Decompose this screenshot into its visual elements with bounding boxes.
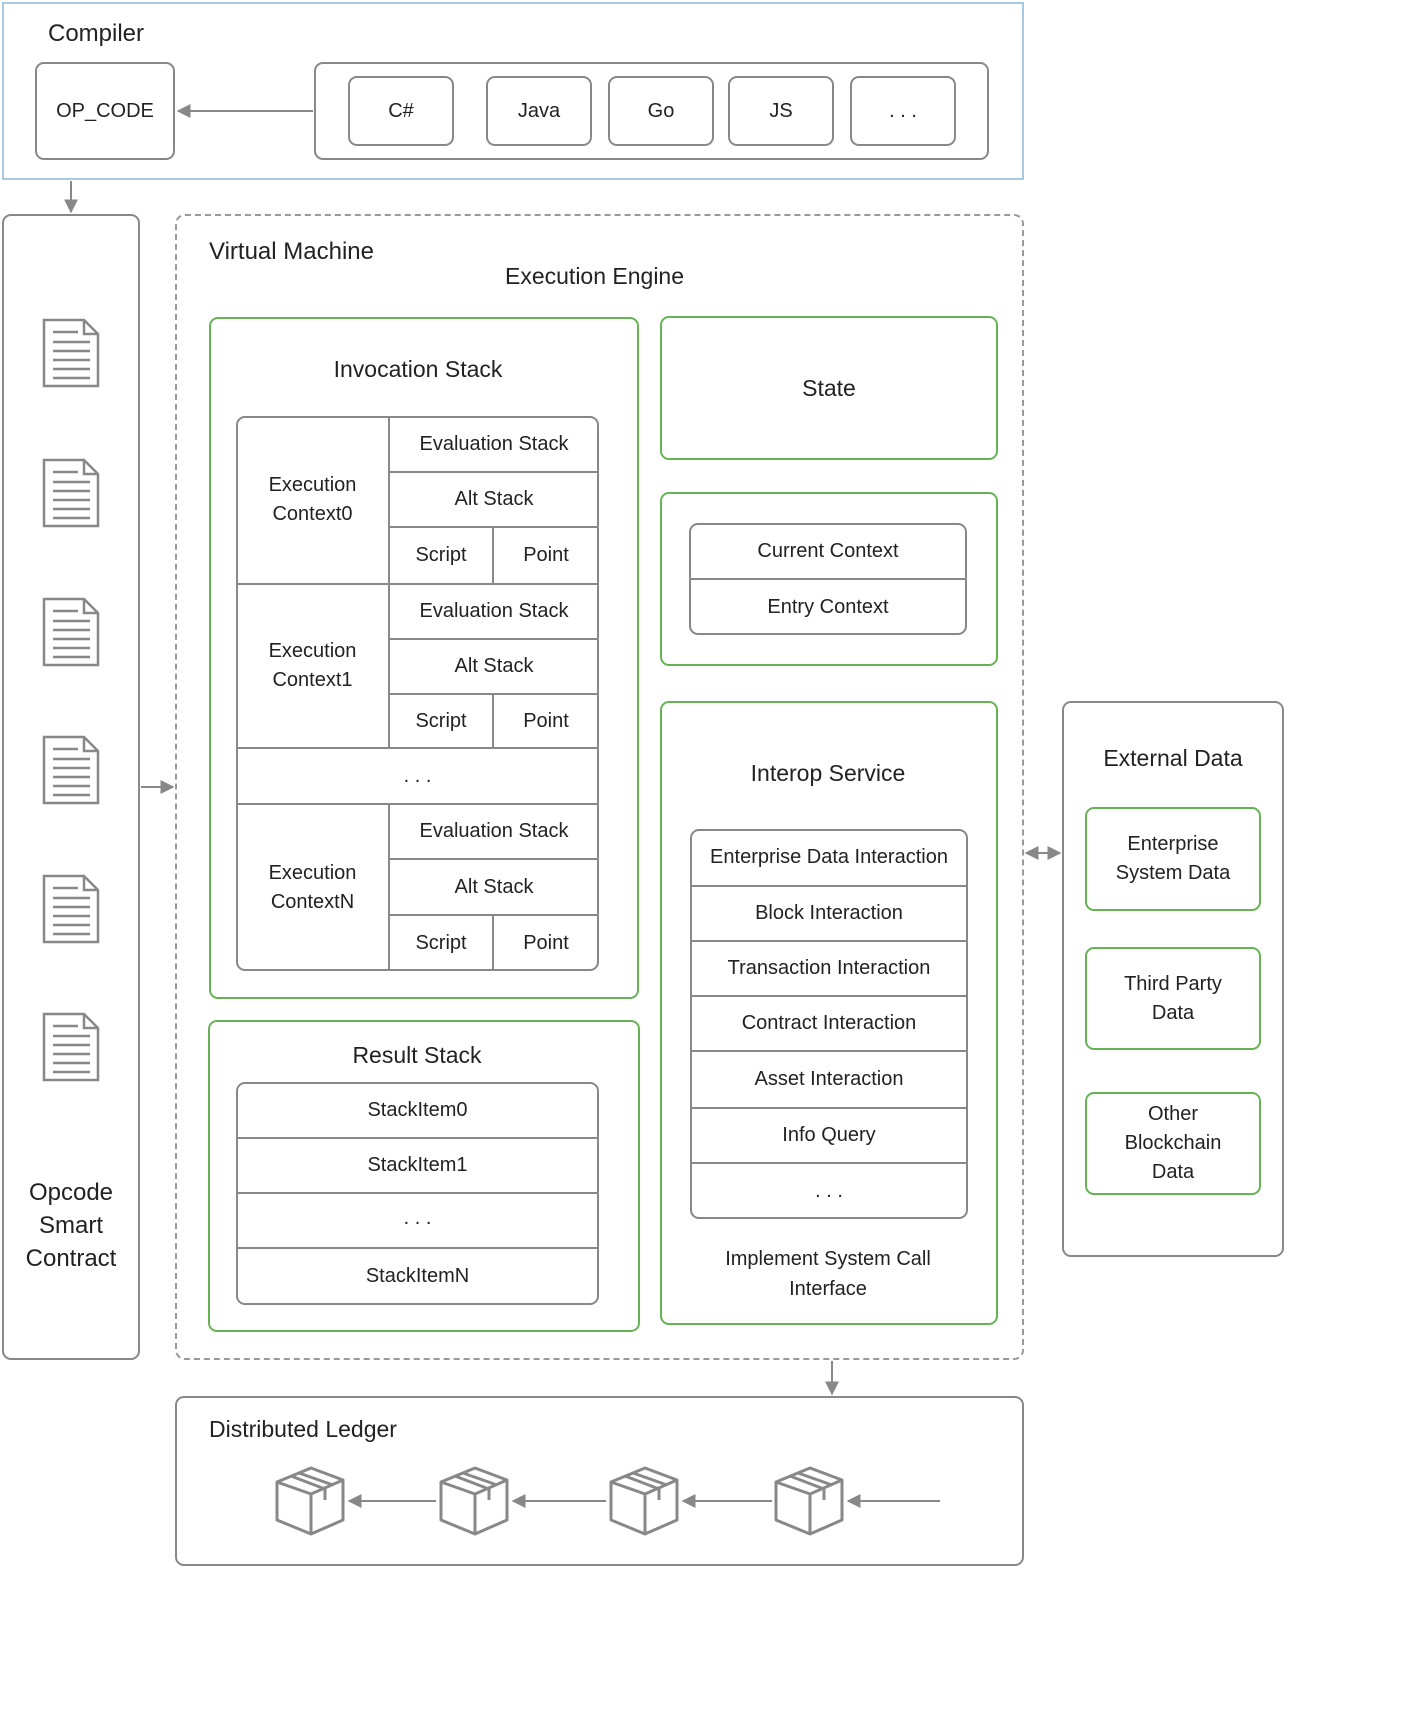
distributed-ledger-title: Distributed Ledger (209, 1416, 397, 1442)
script-n: Script (415, 931, 467, 954)
engine-title: Execution Engine (505, 263, 685, 289)
language-go: Go (608, 76, 714, 146)
virtual-machine-panel (175, 214, 1024, 1360)
contract-document-icon (42, 874, 100, 944)
state-box: State (660, 316, 998, 460)
script-1: Script (415, 709, 467, 732)
contracts-label: Opcode Smart Contract (25, 1178, 117, 1272)
vm-title: Virtual Machine (209, 238, 374, 265)
execution-context-1: Execution Context1 (268, 640, 357, 691)
external-enterprise-system-data: Enterprise System Data (1085, 807, 1261, 911)
contract-document-icon (42, 318, 100, 388)
script-0: Script (415, 544, 467, 566)
stack-item-n: StackItemN (365, 1265, 470, 1287)
language-js: JS (728, 76, 834, 146)
interop-enterprise-data: Enterprise Data Interaction (710, 846, 948, 868)
compiler-title: Compiler (48, 20, 145, 47)
point-n: Point (523, 931, 569, 954)
alt-stack-0: Alt Stack (454, 488, 534, 510)
contract-document-icon (42, 735, 100, 805)
result-stack-title: Result Stack (352, 1042, 482, 1068)
ledger-block-icon (609, 1466, 679, 1536)
point-0: Point (523, 544, 569, 566)
point-1: Point (523, 709, 569, 732)
interop-table (690, 829, 968, 1219)
interop-service-title: Interop Service (750, 760, 906, 786)
contract-document-icon (42, 458, 100, 528)
interop-transaction: Transaction Interaction (727, 957, 931, 979)
external-data-title: External Data (1103, 745, 1243, 771)
entry-context: Entry Context (767, 595, 889, 618)
execution-context-0: Execution Context0 (268, 474, 357, 525)
interop-footer: Implement System Call Interface (725, 1248, 931, 1300)
stack-item-0: StackItem0 (367, 1098, 468, 1121)
contract-document-icon (42, 597, 100, 667)
language-csharp: C# (348, 76, 454, 146)
language-more: . . . (850, 76, 956, 146)
language-java: Java (486, 76, 592, 146)
interop-info-query: Info Query (782, 1124, 876, 1146)
ledger-block-icon (774, 1466, 844, 1536)
interop-asset: Asset Interaction (754, 1068, 904, 1090)
interop-ellipsis: . . . (815, 1179, 843, 1202)
evaluation-stack-1: Evaluation Stack (419, 600, 569, 622)
invocation-ellipsis: . . . (403, 764, 432, 787)
stack-item-ellipsis: . . . (403, 1207, 432, 1229)
alt-stack-1: Alt Stack (454, 655, 534, 677)
interop-contract: Contract Interaction (741, 1012, 917, 1034)
compiler-panel (2, 2, 1024, 180)
stack-item-1: StackItem1 (367, 1154, 468, 1176)
interop-block: Block Interaction (755, 902, 903, 924)
evaluation-stack-n: Evaluation Stack (419, 820, 569, 842)
ledger-block-icon (275, 1466, 345, 1536)
op-code-box: OP_CODE (35, 62, 175, 160)
ledger-block-icon (439, 1466, 509, 1536)
external-other-blockchain-data: Other Blockchain Data (1085, 1092, 1261, 1195)
execution-context-n: Execution ContextN (268, 861, 357, 913)
alt-stack-n: Alt Stack (454, 875, 534, 898)
external-third-party-data: Third Party Data (1085, 947, 1261, 1050)
evaluation-stack-0: Evaluation Stack (419, 432, 569, 455)
current-context: Current Context (757, 539, 899, 562)
invocation-stack-title: Invocation Stack (333, 356, 503, 382)
contract-document-icon (42, 1012, 100, 1082)
